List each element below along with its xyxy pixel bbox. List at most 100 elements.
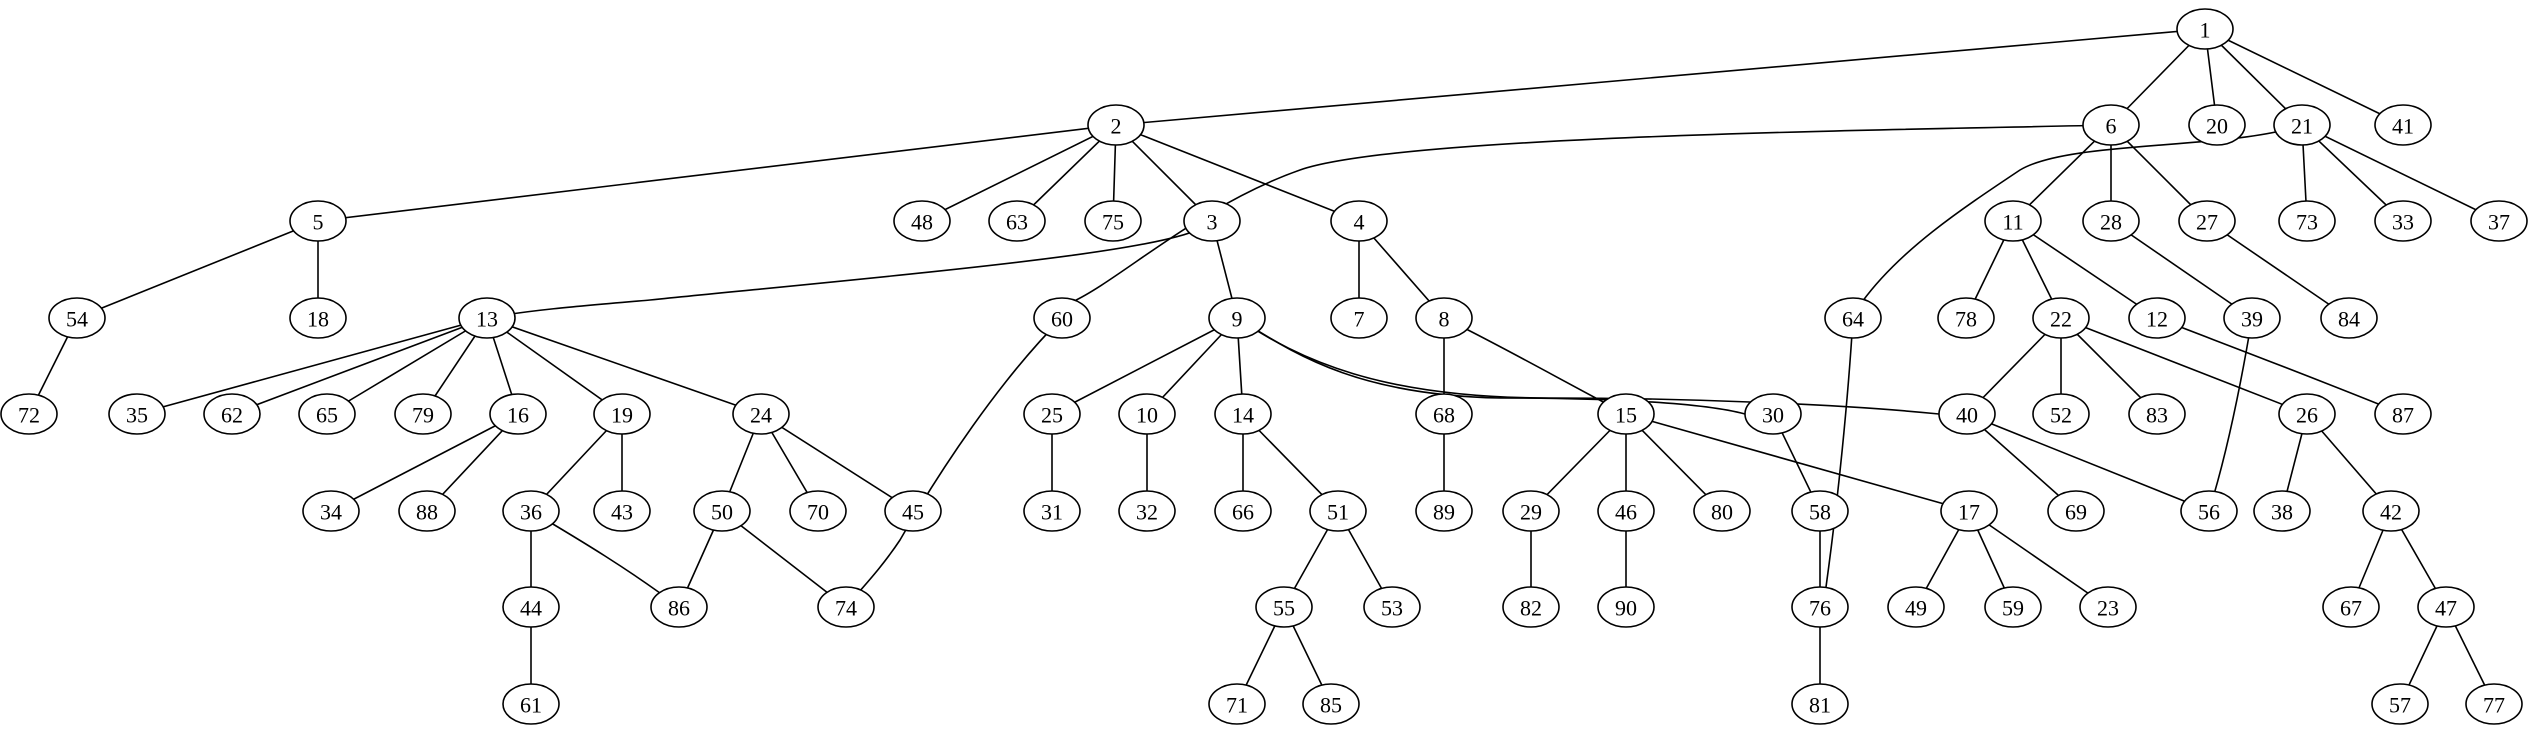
- node-label-20: 20: [2206, 114, 2228, 139]
- node-18: 18: [289, 297, 347, 339]
- node-shape-74: [817, 586, 875, 628]
- node-81: 81: [1791, 683, 1849, 725]
- node-label-38: 38: [2271, 500, 2293, 525]
- node-68: 68: [1415, 393, 1473, 435]
- edge-16-34: [330, 413, 519, 512]
- node-89: 89: [1415, 490, 1473, 532]
- node-77: 77: [2465, 683, 2523, 725]
- node-label-26: 26: [2296, 403, 2318, 428]
- node-shape-47: [2417, 586, 2475, 628]
- node-36: 36: [502, 490, 560, 532]
- node-label-84: 84: [2338, 307, 2360, 332]
- edge-22-26: [2060, 317, 2308, 415]
- node-44: 44: [502, 586, 560, 628]
- node-label-81: 81: [1809, 693, 1831, 718]
- node-29: 29: [1502, 490, 1560, 532]
- node-54: 54: [48, 297, 106, 339]
- node-shape-86: [650, 586, 708, 628]
- node-shape-20: [2188, 104, 2246, 146]
- node-shape-33: [2374, 200, 2432, 242]
- node-43: 43: [593, 490, 651, 532]
- node-88: 88: [398, 490, 456, 532]
- node-shape-21: [2273, 104, 2331, 146]
- node-label-86: 86: [668, 596, 690, 621]
- node-label-69: 69: [2065, 500, 2087, 525]
- node-shape-19: [593, 393, 651, 435]
- node-32: 32: [1118, 490, 1176, 532]
- edge-21-64: [1861, 124, 2303, 303]
- edge-13-24: [486, 317, 762, 415]
- node-87: 87: [2374, 393, 2432, 435]
- node-shape-67: [2322, 586, 2380, 628]
- node-shape-88: [398, 490, 456, 532]
- node-shape-59: [1984, 586, 2042, 628]
- node-23: 23: [2079, 586, 2137, 628]
- node-33: 33: [2374, 200, 2432, 242]
- node-label-12: 12: [2146, 307, 2168, 332]
- node-shape-78: [1937, 297, 1995, 339]
- node-label-85: 85: [1320, 693, 1342, 718]
- node-label-41: 41: [2392, 114, 2414, 139]
- node-50: 50: [693, 490, 751, 532]
- edge-24-45: [760, 413, 914, 512]
- edge-9-40: [1236, 317, 1940, 415]
- node-label-10: 10: [1136, 403, 1158, 428]
- edge-2-4: [1115, 124, 1360, 222]
- node-label-90: 90: [1615, 596, 1637, 621]
- node-shape-68: [1415, 393, 1473, 435]
- node-82: 82: [1502, 586, 1560, 628]
- edge-6-60: [1071, 124, 2112, 303]
- node-shape-45: [884, 490, 942, 532]
- node-label-27: 27: [2196, 210, 2218, 235]
- node-label-46: 46: [1615, 500, 1637, 525]
- node-label-75: 75: [1102, 210, 1124, 235]
- node-49: 49: [1887, 586, 1945, 628]
- node-shape-46: [1597, 490, 1655, 532]
- node-84: 84: [2320, 297, 2378, 339]
- node-19: 19: [593, 393, 651, 435]
- node-4: 4: [1330, 200, 1388, 242]
- edge-17-23: [1968, 510, 2109, 608]
- node-shape-10: [1118, 393, 1176, 435]
- node-78: 78: [1937, 297, 1995, 339]
- edge-15-17: [1625, 413, 1970, 512]
- node-label-70: 70: [807, 500, 829, 525]
- node-shape-11: [1984, 200, 2042, 242]
- node-label-25: 25: [1041, 403, 1063, 428]
- node-label-5: 5: [313, 210, 324, 235]
- node-57: 57: [2371, 683, 2429, 725]
- node-shape-81: [1791, 683, 1849, 725]
- edge-13-62: [231, 317, 488, 415]
- node-label-50: 50: [711, 500, 733, 525]
- node-label-34: 34: [320, 500, 342, 525]
- edge-8-15: [1443, 317, 1627, 415]
- node-shape-32: [1118, 490, 1176, 532]
- node-shape-26: [2278, 393, 2336, 435]
- node-shape-80: [1693, 490, 1751, 532]
- node-34: 34: [302, 490, 360, 532]
- node-5: 5: [289, 200, 347, 242]
- node-shape-65: [298, 393, 356, 435]
- node-label-23: 23: [2097, 596, 2119, 621]
- node-shape-34: [302, 490, 360, 532]
- node-74: 74: [817, 586, 875, 628]
- node-label-43: 43: [611, 500, 633, 525]
- node-label-4: 4: [1354, 210, 1365, 235]
- node-shape-5: [289, 200, 347, 242]
- edge-13-19: [486, 317, 623, 415]
- edge-2-48: [921, 124, 1117, 222]
- node-14: 14: [1214, 393, 1272, 435]
- node-53: 53: [1363, 586, 1421, 628]
- edge-12-87: [2156, 317, 2404, 415]
- node-shape-6: [2082, 104, 2140, 146]
- node-15: 15: [1597, 393, 1655, 435]
- node-shape-35: [108, 393, 166, 435]
- node-shape-4: [1330, 200, 1388, 242]
- node-70: 70: [789, 490, 847, 532]
- node-shape-24: [732, 393, 790, 435]
- node-label-51: 51: [1327, 500, 1349, 525]
- node-shape-71: [1208, 683, 1266, 725]
- node-22: 22: [2032, 297, 2090, 339]
- node-shape-8: [1415, 297, 1473, 339]
- node-41: 41: [2374, 104, 2432, 146]
